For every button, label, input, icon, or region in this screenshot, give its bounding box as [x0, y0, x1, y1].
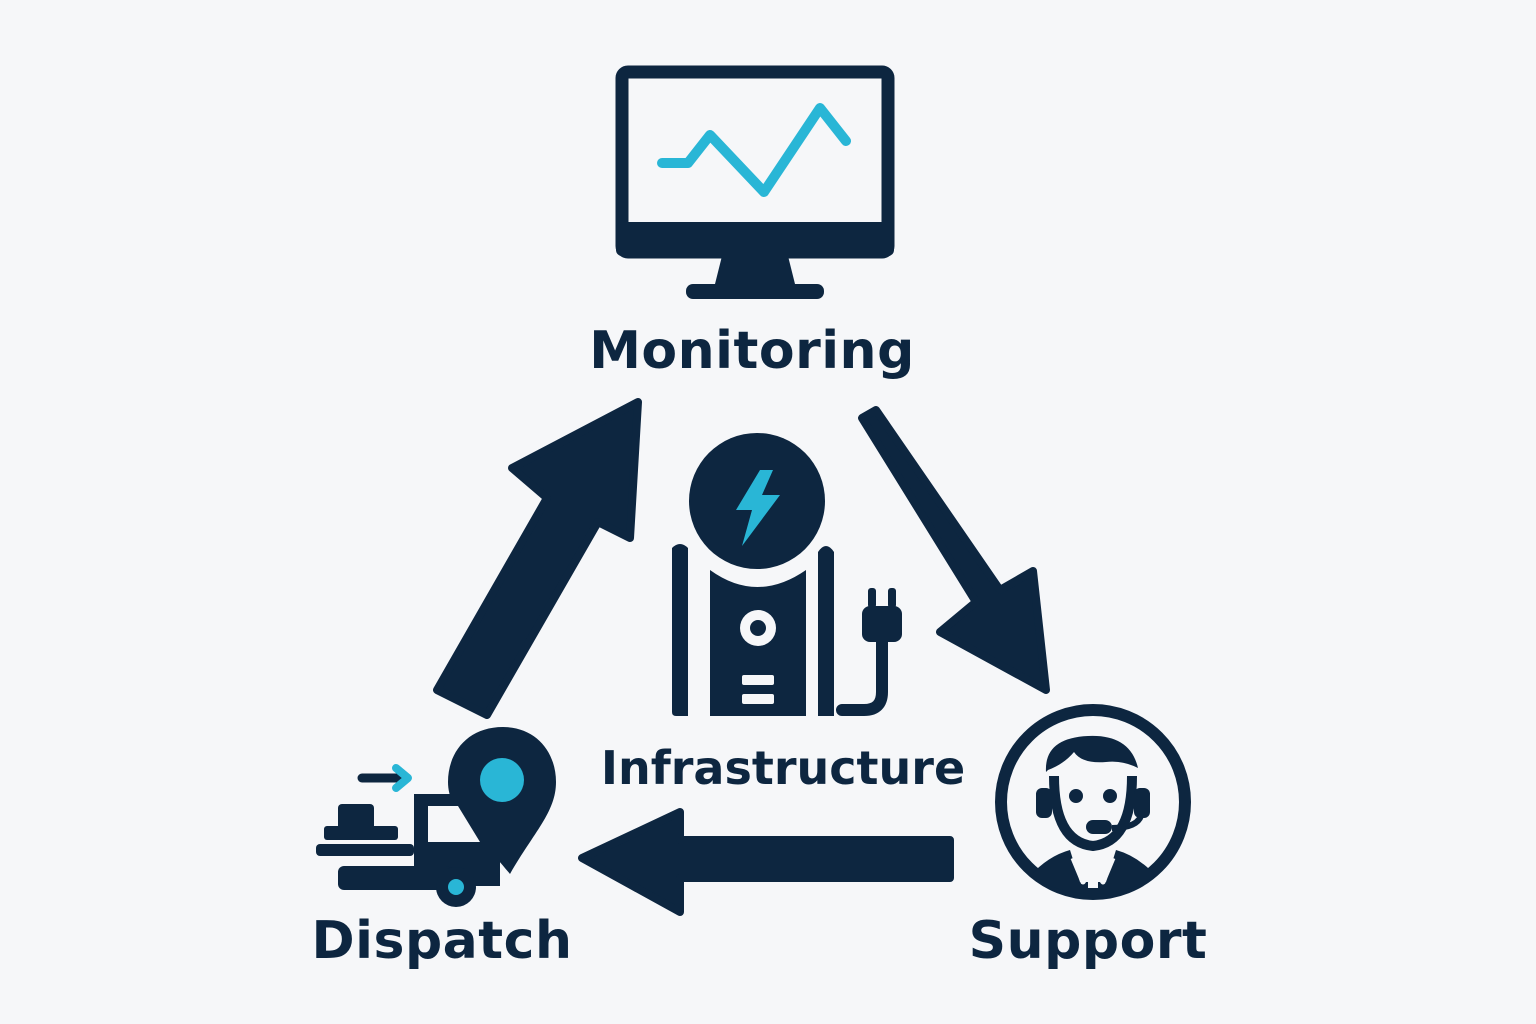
infrastructure-label: Infrastructure [601, 741, 965, 795]
support-label: Support [969, 911, 1208, 971]
dispatch-label: Dispatch [312, 911, 573, 971]
monitoring-node: Monitoring [589, 65, 915, 381]
infrastructure-node: Infrastructure [601, 433, 965, 795]
support-node: Support [969, 704, 1208, 971]
charging-station-icon [672, 433, 902, 716]
dispatch-node: Dispatch [312, 727, 573, 971]
flow-arrow-dispatch-to-monitoring [433, 398, 642, 719]
monitor-chart-icon [615, 65, 895, 299]
monitoring-label: Monitoring [589, 321, 915, 381]
support-agent-icon [995, 704, 1191, 900]
dispatch-truck-icon [316, 727, 556, 907]
flow-arrow-monitoring-to-support [858, 406, 1050, 694]
flow-arrow-support-to-dispatch [578, 808, 954, 916]
